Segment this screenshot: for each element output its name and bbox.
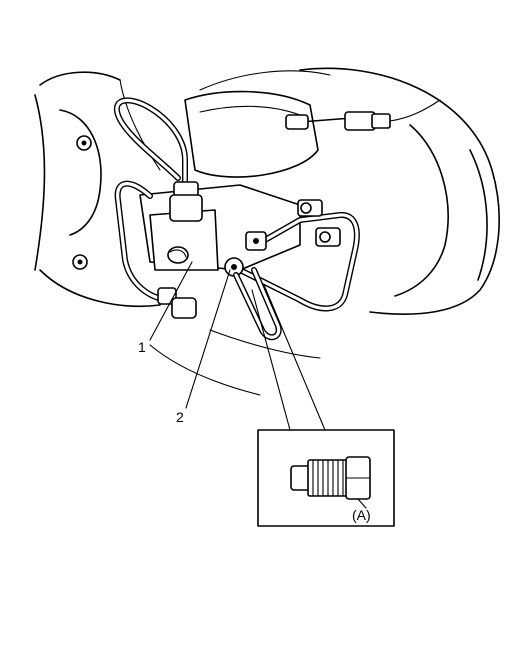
sensor-connector bbox=[285, 99, 441, 131]
pipe-fitting-center bbox=[245, 231, 267, 251]
brake-pipe-right bbox=[237, 212, 360, 312]
leader-lines bbox=[149, 261, 326, 431]
brake-pipe-left-loop bbox=[114, 180, 171, 303]
master-cylinder-reservoir bbox=[184, 90, 319, 178]
master-cylinder-body bbox=[139, 184, 301, 271]
sensor-switch bbox=[224, 257, 282, 341]
callout-a: (A) bbox=[352, 507, 371, 523]
body-outline bbox=[34, 71, 321, 396]
callout-2: 2 bbox=[176, 409, 184, 425]
pipe-fitting-right-upper bbox=[297, 199, 323, 217]
fitting-detail bbox=[290, 456, 371, 509]
bolt-upper bbox=[76, 135, 92, 151]
detail-inset bbox=[257, 429, 395, 527]
bolt-lower bbox=[72, 254, 88, 270]
pipe-fitting-top bbox=[169, 181, 203, 222]
housing-outline bbox=[199, 67, 500, 315]
pipe-fitting-right-lower bbox=[315, 227, 341, 247]
callout-1: 1 bbox=[138, 339, 146, 355]
brake-pipe-upper-loop bbox=[113, 97, 188, 188]
